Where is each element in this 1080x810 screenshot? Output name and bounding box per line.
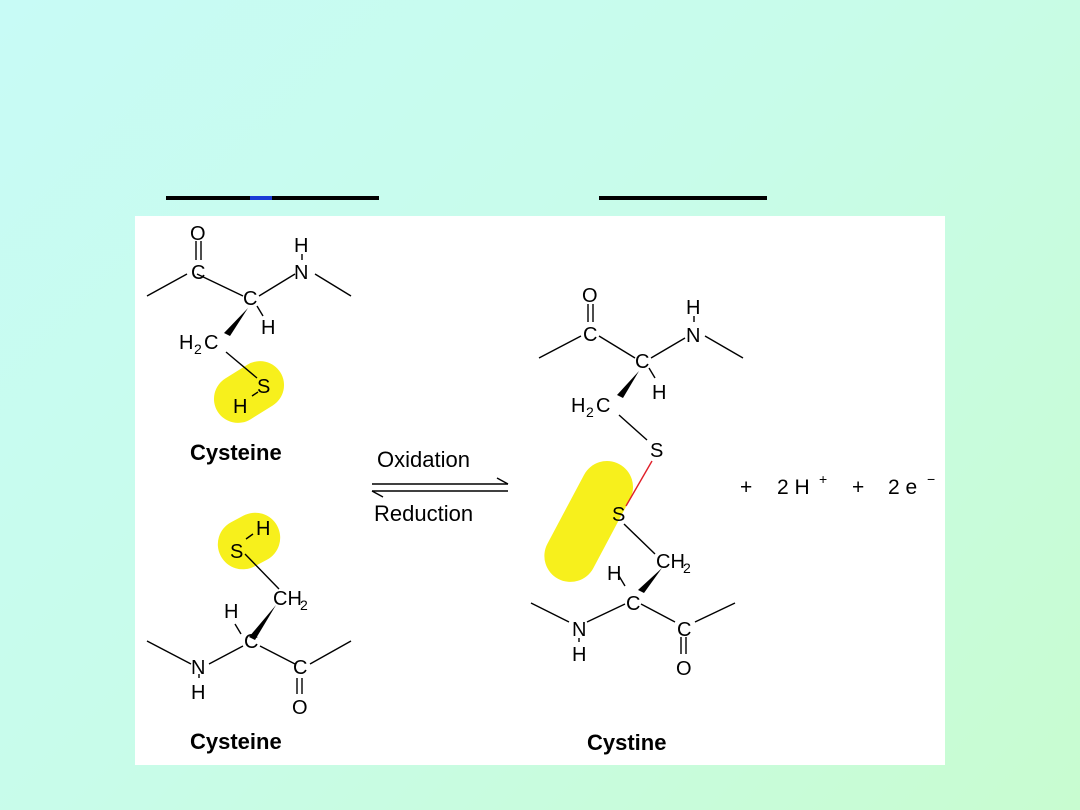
- atom-label: C: [243, 288, 257, 310]
- atom-label: S: [650, 440, 663, 462]
- atom-label: H: [686, 297, 700, 319]
- equilibrium-arrows: Oxidation Reduction: [371, 447, 509, 526]
- atom-label: C: [191, 262, 205, 284]
- atom-label: H: [261, 317, 275, 339]
- atom-label: C: [626, 593, 640, 615]
- wedge-bond: [617, 371, 639, 398]
- thiol-highlight: [213, 361, 285, 423]
- atom-label: H: [224, 601, 238, 623]
- atom-label: C: [244, 631, 258, 653]
- electron-term: 2 e: [888, 476, 917, 499]
- bond: [530, 602, 570, 623]
- atom-label: O: [676, 658, 692, 680]
- atom-label: CH: [273, 588, 302, 610]
- atom-label: S: [612, 504, 625, 526]
- bond: [640, 603, 676, 623]
- atom-label: C: [596, 395, 610, 417]
- bond: [586, 603, 626, 623]
- bond: [623, 523, 656, 555]
- atom-label: O: [582, 285, 598, 307]
- atom-label: H: [294, 235, 308, 257]
- bond: [538, 335, 582, 359]
- atom-label: O: [190, 223, 206, 245]
- bond: [234, 623, 242, 635]
- wedge-bond: [638, 568, 662, 593]
- bond: [259, 645, 296, 665]
- bond: [258, 273, 296, 297]
- atom-label: N: [572, 619, 586, 641]
- atom-label: H: [652, 382, 666, 404]
- atom-label: H: [607, 563, 621, 585]
- atom-label: H: [191, 682, 205, 704]
- atom-label: S: [230, 541, 243, 563]
- bond: [618, 414, 648, 441]
- wedge-bond: [249, 605, 276, 640]
- bond: [648, 367, 656, 379]
- thiol-highlight: [217, 512, 281, 570]
- cysteine-bottom-molecule: H S CH 2 H C N H C O Cysteine: [146, 512, 352, 754]
- bond: [618, 575, 626, 587]
- molecule-label: Cysteine: [190, 440, 282, 465]
- disulfide-highlight: [544, 461, 634, 582]
- bond: [146, 273, 188, 297]
- atom-label: S: [257, 376, 270, 398]
- bond: [245, 533, 254, 540]
- title-underline-left: [166, 196, 379, 200]
- oxidation-label: Oxidation: [377, 447, 470, 472]
- reaction-diagram: O C H N C H H 2 C S H Cysteine H S CH 2 …: [146, 223, 935, 755]
- proton-term: 2 H: [777, 476, 810, 499]
- cystine-molecule: O C H N C H H 2 C S S CH 2 H C N H C O C…: [530, 285, 744, 755]
- bond: [598, 335, 636, 359]
- atom-label: CH: [656, 551, 685, 573]
- atom-label: C: [635, 351, 649, 373]
- atom-label: H: [572, 644, 586, 666]
- title-underline-right: [599, 196, 767, 200]
- atom-label: H: [233, 396, 247, 418]
- bond: [704, 335, 744, 359]
- bond: [196, 273, 244, 297]
- atom-label: N: [191, 657, 205, 679]
- plus-sign: +: [740, 476, 752, 499]
- atom-subscript: 2: [586, 404, 594, 420]
- reaction-byproducts: + 2 H + + 2 e −: [740, 471, 935, 499]
- disulfide-bond: [625, 460, 653, 507]
- atom-label: O: [292, 697, 308, 719]
- bond: [309, 640, 352, 665]
- bond: [208, 645, 244, 665]
- proton-charge: +: [819, 471, 827, 487]
- cysteine-top-molecule: O C H N C H H 2 C S H Cysteine: [146, 223, 352, 465]
- bond: [314, 273, 352, 297]
- bond: [146, 640, 192, 665]
- reduction-label: Reduction: [374, 501, 473, 526]
- atom-label: C: [583, 324, 597, 346]
- atom-label: H: [256, 518, 270, 540]
- bond: [251, 391, 259, 397]
- atom-subscript: 2: [300, 597, 308, 613]
- forward-arrowhead: [496, 477, 509, 485]
- bond: [225, 351, 258, 379]
- atom-label: C: [204, 332, 218, 354]
- atom-label: H: [179, 332, 193, 354]
- title-underline-accent: [250, 196, 272, 200]
- reverse-arrowhead: [371, 490, 384, 498]
- atom-label: H: [571, 395, 585, 417]
- electron-charge: −: [927, 471, 935, 487]
- atom-label: N: [294, 262, 308, 284]
- atom-subscript: 2: [194, 341, 202, 357]
- reaction-figure-panel: O C H N C H H 2 C S H Cysteine H S CH 2 …: [135, 216, 945, 765]
- molecule-label: Cysteine: [190, 729, 282, 754]
- bond: [650, 337, 686, 359]
- atom-label: C: [293, 657, 307, 679]
- plus-sign: +: [852, 476, 864, 499]
- molecule-label: Cystine: [587, 730, 666, 755]
- bond: [256, 305, 264, 317]
- atom-label: N: [686, 325, 700, 347]
- bond: [694, 602, 736, 623]
- atom-label: C: [677, 619, 691, 641]
- wedge-bond: [224, 308, 248, 336]
- bond: [244, 553, 280, 590]
- atom-subscript: 2: [683, 560, 691, 576]
